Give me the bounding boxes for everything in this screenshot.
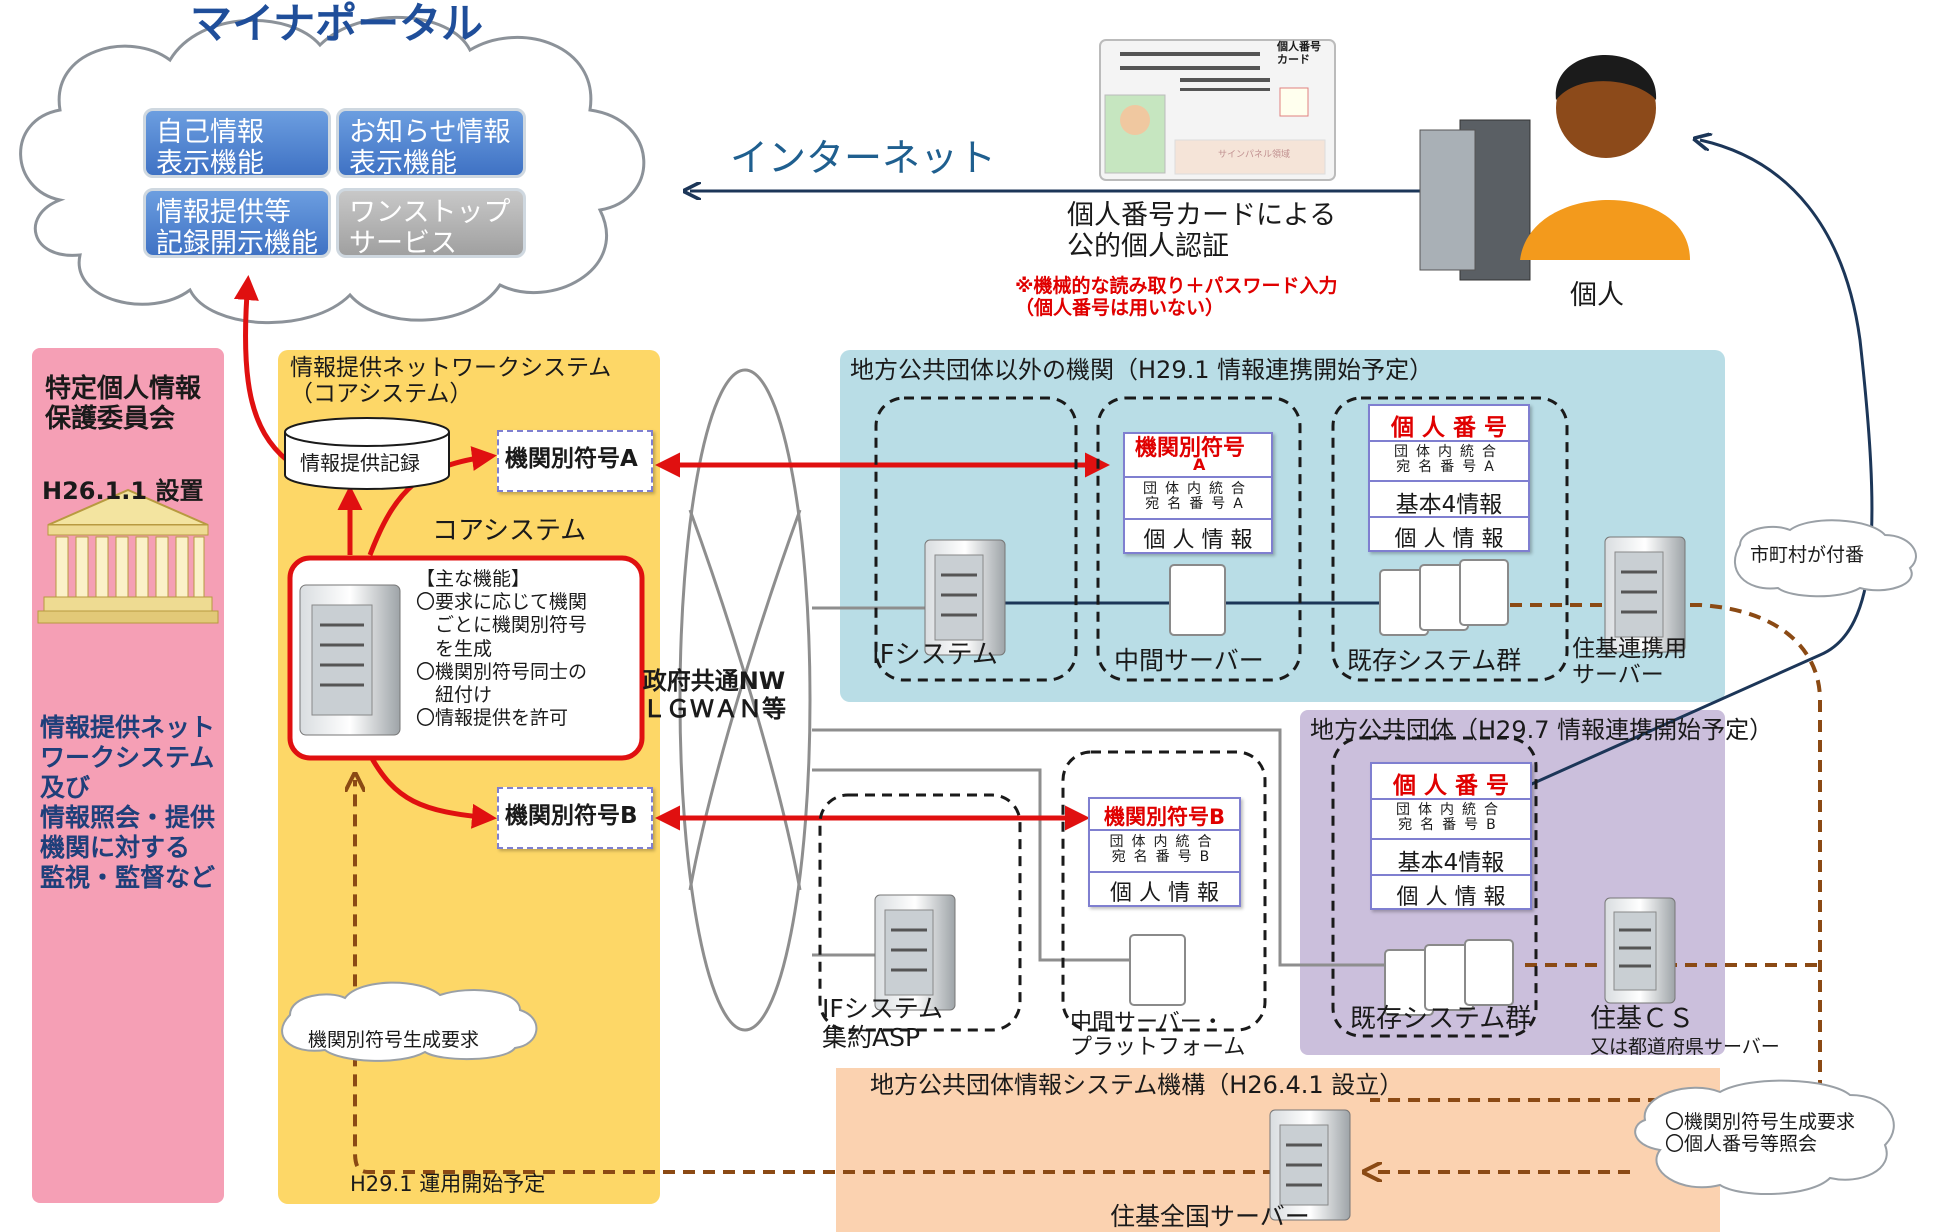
person-label: 個人 xyxy=(1570,280,1624,311)
number-box-codes: 団体内統合 宛名番号A xyxy=(1394,444,1504,475)
local-code-box-codes-cell: 団体内統合 宛名番号B xyxy=(1090,829,1239,871)
middle-server-label: 中間サーバー xyxy=(1114,646,1264,675)
local-number-box-info-cell: 個 人 情 報 xyxy=(1372,874,1530,910)
person-at-computer-icon xyxy=(1419,55,1690,281)
code-request-label: 機関別符号生成要求 xyxy=(308,1029,480,1051)
jlis-server-label: 住基全国サーバー xyxy=(1110,1202,1310,1231)
dashed-groups xyxy=(818,396,1569,1038)
internet-label: インターネット xyxy=(730,136,997,180)
pref-server-label: 又は都道府県サーバー xyxy=(1590,1036,1780,1058)
code-a-box[interactable]: 機関別符号A xyxy=(497,430,653,492)
local-number-box-basic: 基本4情報 xyxy=(1397,850,1505,876)
jlis-title: 地方公共団体情報システム機構（H26.4.1 設立） xyxy=(870,1071,1404,1099)
gray-lines xyxy=(812,606,1390,967)
number-box-basic: 基本4情報 xyxy=(1395,492,1503,518)
local-code-box-title: 機関別符号B xyxy=(1103,805,1225,829)
id-card-icon xyxy=(1099,39,1336,181)
local-number-box-codes-cell: 団体内統合 宛名番号B xyxy=(1372,798,1530,838)
local-number-box-title-cell: 個 人 番 号 xyxy=(1372,764,1530,799)
number-box-basic-cell: 基本4情報 xyxy=(1370,480,1528,518)
portal-cloud xyxy=(19,16,646,325)
auth-label: 個人番号カードによる 公的個人認証 xyxy=(1067,200,1337,263)
jyuki-link-server-label: 住基連携用 サーバー xyxy=(1572,636,1687,689)
function-label: ワンストップ サービス xyxy=(349,197,511,260)
if-system-label: IFシステム xyxy=(872,640,998,670)
local-existing-label: 既存システム群 xyxy=(1350,1004,1532,1034)
function-self-info[interactable]: 自己情報 表示機能 xyxy=(143,108,331,180)
local-number-box-codes: 団体内統合 宛名番号B xyxy=(1396,802,1506,833)
local-code-box-info: 個 人 情 報 xyxy=(1110,881,1219,906)
function-label: 情報提供等 記録開示機能 xyxy=(156,197,318,260)
function-notice-info[interactable]: お知らせ情報 表示機能 xyxy=(336,108,526,180)
non-local-title: 地方公共団体以外の機関（H29.1 情報連携開始予定） xyxy=(850,356,1434,384)
core-label: コアシステム xyxy=(432,516,587,546)
local-number-box-info: 個 人 情 報 xyxy=(1396,885,1506,910)
if-asp-label: IFシステム 集約ASP xyxy=(822,994,944,1052)
number-box-title: 個 人 番 号 xyxy=(1390,415,1508,441)
small-clouds xyxy=(281,519,1917,1195)
gov-network-ellipse xyxy=(678,368,812,1032)
number-box-info: 個 人 情 報 xyxy=(1394,527,1504,552)
number-box-info-cell: 個 人 情 報 xyxy=(1370,516,1528,552)
middle-platform-label: 中間サーバー・ プラットフォーム xyxy=(1070,1010,1246,1061)
local-code-box-info-cell: 個 人 情 報 xyxy=(1090,871,1239,907)
code-box-codes-cell: 団体内統合 宛名番号A xyxy=(1125,476,1271,518)
card-sign-panel: サインパネル領域 xyxy=(1218,150,1291,160)
core-functions: 【主な機能】 〇要求に応じて機関 ごとに機関別符号 を生成 〇機関別符号同士の … xyxy=(416,568,588,730)
number-box-codes-cell: 団体内統合 宛名番号A xyxy=(1370,440,1528,480)
assign-label: 市町村が付番 xyxy=(1750,544,1865,566)
portal-title: マイナポータル xyxy=(190,0,484,48)
jlis-requests: 〇機関別符号生成要求 〇個人番号等照会 xyxy=(1665,1111,1856,1155)
middle-server-icons xyxy=(1129,559,1514,1016)
code-b-label: 機関別符号B xyxy=(505,803,638,829)
code-box-info-cell: 個 人 情 報 xyxy=(1125,518,1271,554)
code-b-box[interactable]: 機関別符号B xyxy=(497,787,653,849)
local-gov-title: 地方公共団体（H29.7 情報連携開始予定） xyxy=(1310,716,1774,744)
local-number-box: 個 人 番 号 団体内統合 宛名番号B 基本4情報 個 人 情 報 xyxy=(1370,762,1532,910)
function-label: 自己情報 表示機能 xyxy=(156,117,264,180)
code-box-codes: 団体内統合 宛名番号A xyxy=(1143,481,1253,512)
code-box-title-sub: A xyxy=(1193,455,1206,474)
red-arrows xyxy=(233,275,1110,831)
network-schedule: H29.1 運用開始予定 xyxy=(350,1172,546,1196)
local-code-box: 機関別符号B 団体内統合 宛名番号B 個 人 情 報 xyxy=(1088,797,1241,907)
card-title: 個人番号 カード xyxy=(1277,40,1321,66)
local-number-box-basic-cell: 基本4情報 xyxy=(1372,838,1530,876)
server-icons xyxy=(299,536,1686,1221)
record-database-icon xyxy=(284,417,450,490)
commission-desc: 情報提供ネット ワークシステム 及び 情報照会・提供 機関に対する 監視・監督な… xyxy=(40,713,216,892)
record-label: 情報提供記録 xyxy=(300,451,420,475)
code-a-label: 機関別符号A xyxy=(505,446,638,472)
non-local-number-box: 個 人 番 号 団体内統合 宛名番号A 基本4情報 個 人 情 報 xyxy=(1368,404,1530,552)
jyuki-cs-label: 住基ＣＳ xyxy=(1590,1004,1695,1034)
auth-note: ※機械的な読み取り＋パスワード入力 （個人番号は用いない） xyxy=(1015,275,1338,319)
function-label: お知らせ情報 表示機能 xyxy=(349,117,511,180)
local-code-box-codes: 団体内統合 宛名番号B xyxy=(1109,834,1220,865)
existing-systems-label: 既存システム群 xyxy=(1347,646,1522,675)
commission-title: 特定個人情報 保護委員会 xyxy=(45,374,202,434)
parthenon-icon xyxy=(37,488,219,624)
non-local-code-box: 機関別符号 A 団体内統合 宛名番号A 個 人 情 報 xyxy=(1123,432,1273,554)
network-system-title: 情報提供ネットワークシステム （コアシステム） xyxy=(290,355,612,408)
local-code-box-title-cell: 機関別符号B xyxy=(1090,799,1239,829)
number-box-title-cell: 個 人 番 号 xyxy=(1370,406,1528,441)
code-box-info: 個 人 情 報 xyxy=(1143,528,1253,553)
code-box-title: 機関別符号 xyxy=(1135,436,1246,461)
gov-network-label: 政府共通NW ＬＧＷＡＮ等 xyxy=(642,667,786,723)
function-record-disclosure[interactable]: 情報提供等 記録開示機能 xyxy=(143,188,331,260)
function-one-stop[interactable]: ワンストップ サービス xyxy=(336,188,526,260)
commission-date: H26.1.1 設置 xyxy=(42,477,204,505)
local-number-box-title: 個 人 番 号 xyxy=(1392,773,1510,799)
